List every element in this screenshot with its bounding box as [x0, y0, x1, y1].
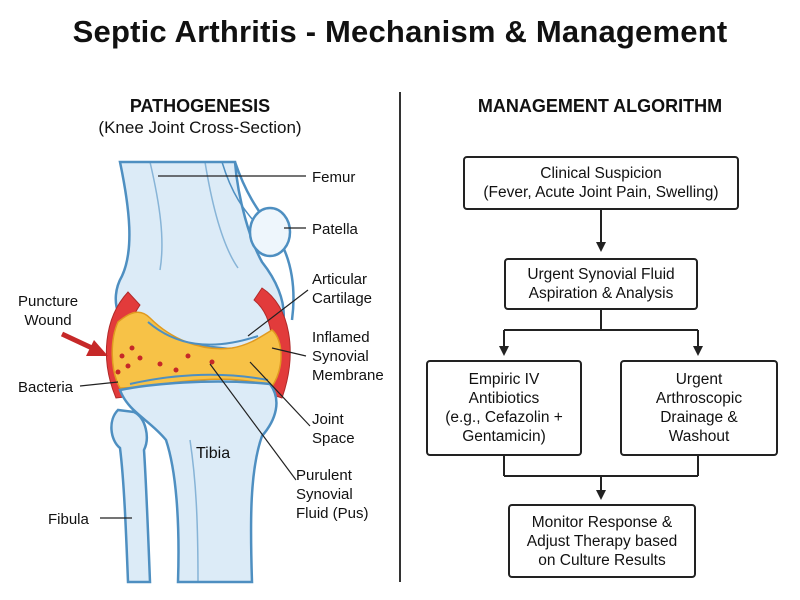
panel-divider — [399, 92, 401, 582]
label-articular-cartilage: Articular Cartilage — [312, 271, 373, 307]
bacteria-dots — [115, 345, 215, 375]
label-puncture-wound: Puncture Wound — [18, 293, 79, 329]
page-title: Septic Arthritis - Mechanism & Managemen… — [72, 14, 728, 49]
label-joint-space: Joint Space — [312, 411, 355, 447]
pathogenesis-title: PATHOGENESIS — [129, 96, 271, 116]
pathogenesis-subtitle: (Knee Joint Cross-Section) — [98, 118, 302, 137]
puncture-arrow — [86, 340, 108, 356]
label-femur: Femur — [312, 169, 356, 186]
label-bacteria: Bacteria — [18, 379, 74, 396]
fibula-bone — [110, 408, 152, 584]
step-clinical-suspicion: Clinical Suspicion(Fever, Acute Joint Pa… — [463, 156, 739, 210]
management-title: MANAGEMENT ALGORITHM — [477, 96, 723, 116]
femur-bone — [114, 160, 285, 351]
label-tibia: Tibia — [196, 445, 231, 462]
label-patella: Patella — [312, 221, 358, 238]
label-fibula: Fibula — [48, 511, 89, 528]
patella-bone — [248, 206, 292, 258]
tibia-bone — [118, 380, 278, 584]
label-purulent-fluid: Purulent Synovial Fluid (Pus) — [296, 467, 369, 522]
label-inflamed-synovial: Inflamed Synovial Membrane — [312, 329, 384, 384]
